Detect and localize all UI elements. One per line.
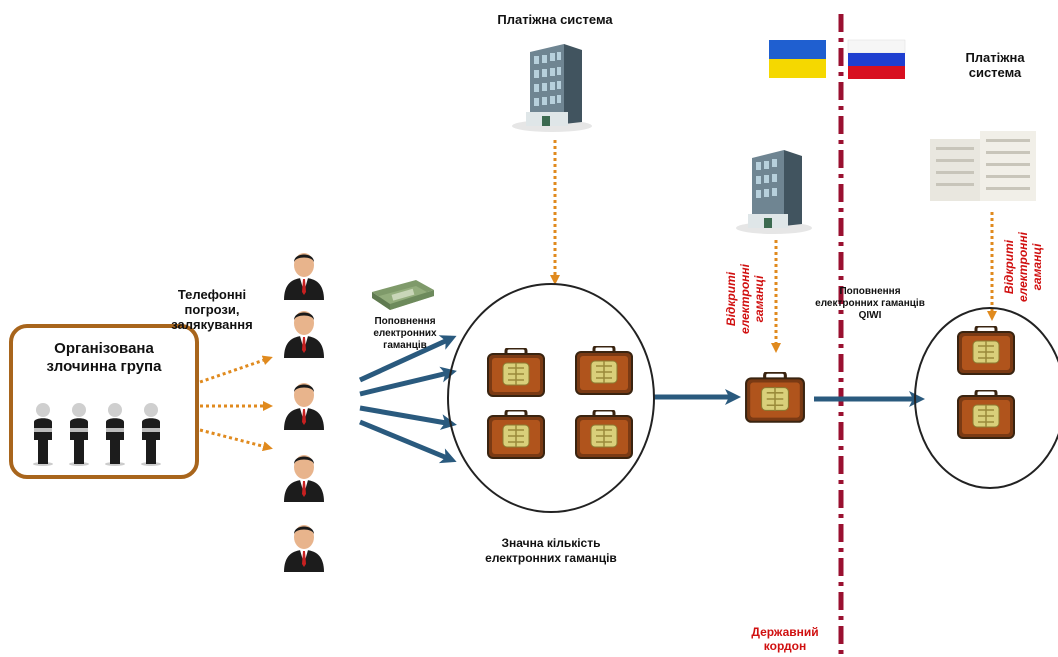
threat-arrow-3 — [199, 428, 273, 452]
wallet-case-icon — [956, 388, 1016, 445]
transfer-arrow-3 — [359, 405, 457, 430]
topup-label: Поповнення електронних гаманців — [373, 316, 437, 351]
wallet-case-icon — [486, 346, 546, 403]
wallet-case-icon — [744, 370, 806, 429]
businessman-icon — [282, 306, 326, 363]
topup-qiwi-label: Поповнення електронних гаманців QIWI — [815, 286, 925, 321]
wallet-case-icon — [574, 408, 634, 465]
qiwi-wallets-circle — [914, 307, 1058, 489]
wallet-case-icon — [574, 344, 634, 401]
mannequin-icon — [30, 402, 56, 471]
criminal-group-label: Організована злочинна група — [46, 340, 162, 375]
mannequin-icon — [138, 402, 164, 471]
open-wallets-label-1: Відкриті електронні гаманці — [724, 263, 766, 335]
transfer-arrow-4 — [359, 419, 457, 464]
ukraine-flag — [769, 40, 826, 78]
office-building-icon — [930, 131, 1036, 201]
payment-system-top-label: Платіжна система — [497, 12, 613, 27]
wallets-circle — [447, 283, 655, 513]
transfer-arrow-1 — [358, 335, 457, 383]
businessman-icon — [282, 248, 326, 305]
open-wallets-label-2: Відкриті електронні гаманці — [1002, 231, 1044, 303]
many-wallets-label: Значна кількість електронних гаманців — [485, 536, 617, 565]
mannequin-icon — [102, 402, 128, 471]
transfer-arrow-2 — [359, 366, 457, 397]
wallet-case-icon — [956, 324, 1016, 381]
russia-flag — [847, 39, 906, 79]
businessman-icon — [282, 378, 326, 435]
state-border-label: Державний кордон — [751, 625, 819, 653]
office-building-icon — [512, 44, 592, 132]
businessman-icon — [282, 450, 326, 507]
threats-label: Телефонні погрози, залякування — [171, 287, 253, 332]
money-stack-icon — [372, 280, 434, 310]
mannequin-icon — [66, 402, 92, 471]
threat-arrow-1 — [199, 355, 273, 384]
payment-system-right-label: Платіжна система — [965, 50, 1025, 80]
businessman-icon — [282, 520, 326, 577]
office-building-icon — [736, 150, 812, 234]
wallet-case-icon — [486, 408, 546, 465]
